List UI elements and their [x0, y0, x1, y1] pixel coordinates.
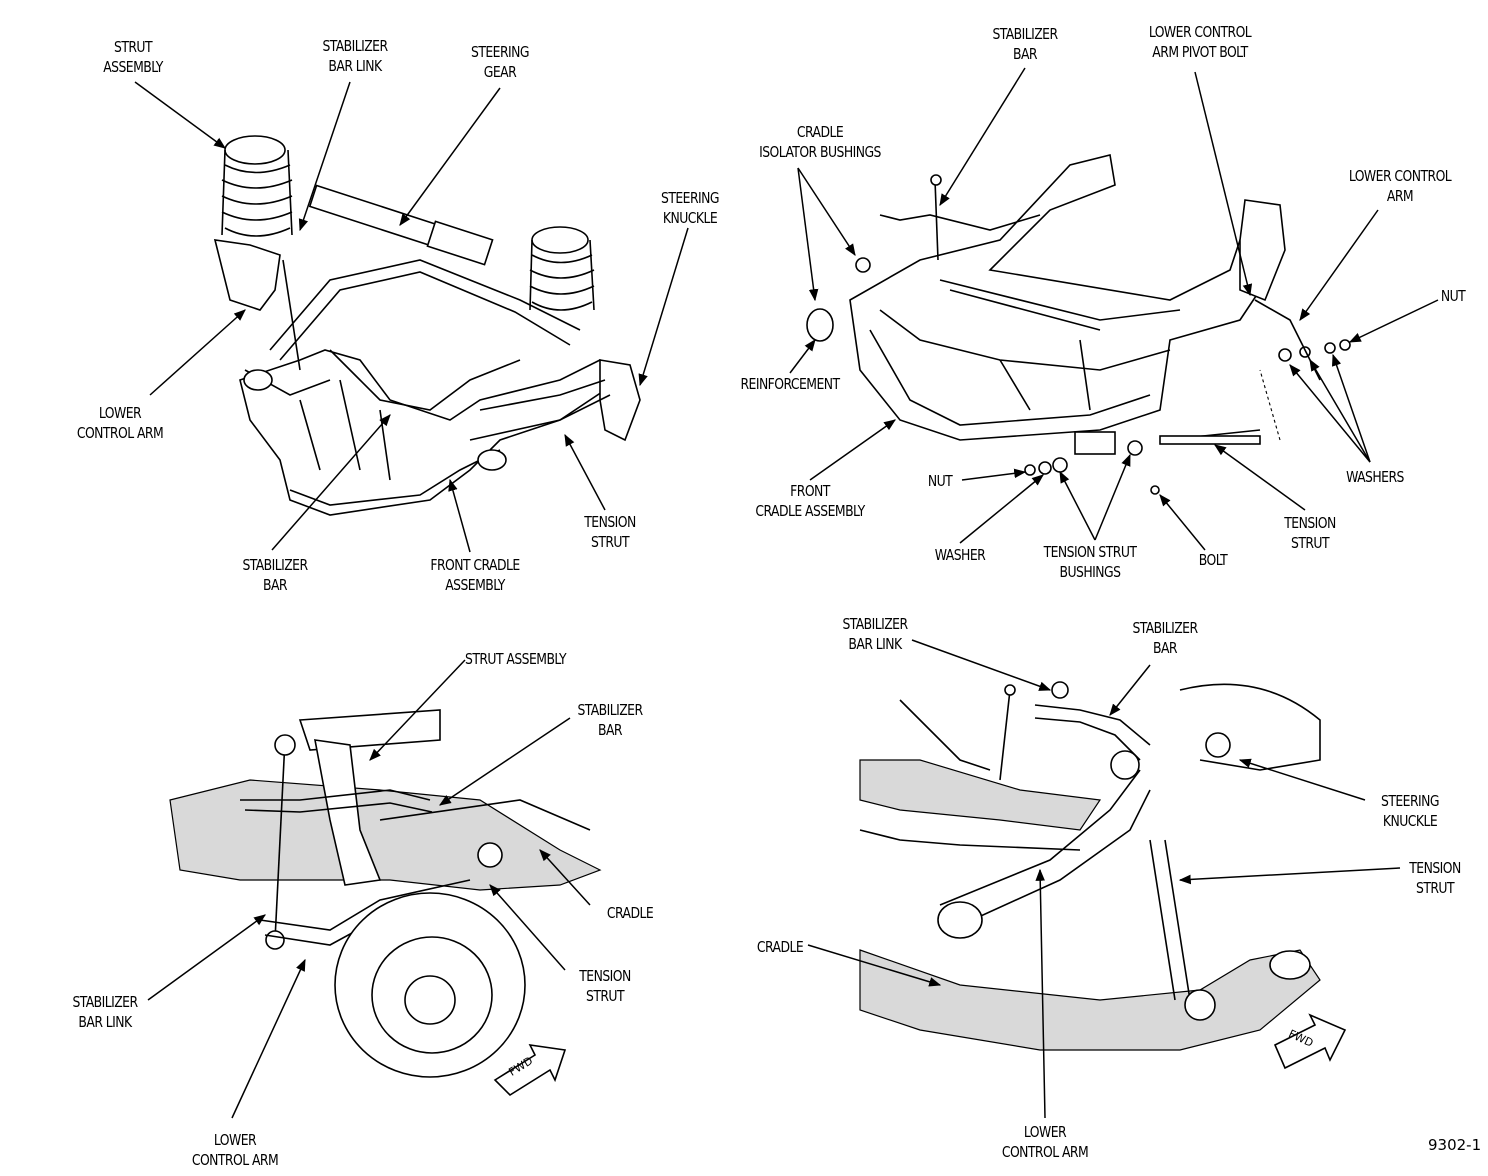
- label-front-cradle-assembly-tr: FRONT CRADLE ASSEMBLY: [755, 482, 865, 520]
- label-cradle-bl: CRADLE: [606, 904, 654, 922]
- label-stabilizer-bar-link-br: STABILIZER BAR LINK: [842, 615, 908, 653]
- label-stabilizer-bar-tl: STABILIZER BAR: [242, 556, 308, 594]
- label-nut-right: NUT: [1440, 287, 1466, 305]
- bottom-right-panel-art: [859, 681, 1347, 1070]
- label-stabilizer-bar-link-tl: STABILIZER BAR LINK: [322, 37, 388, 75]
- label-lower-control-arm-bl: LOWER CONTROL ARM: [191, 1131, 279, 1169]
- label-bolt: BOLT: [1198, 551, 1228, 569]
- label-cradle-isolator-bushings: CRADLE ISOLATOR BUSHINGS: [759, 123, 881, 161]
- top-right-panel-art: [806, 154, 1351, 495]
- label-steering-knuckle-tl: STEERING KNUCKLE: [661, 189, 719, 227]
- label-strut-assembly-bl: STRUT ASSEMBLY: [465, 650, 567, 668]
- label-steering-gear-tl: STEERING GEAR: [471, 43, 529, 81]
- label-tension-strut-bushings: TENSION STRUT BUSHINGS: [1043, 543, 1137, 581]
- label-lower-control-arm-pivot-bolt: LOWER CONTROL ARM PIVOT BOLT: [1148, 23, 1252, 61]
- label-steering-knuckle-br: STEERING KNUCKLE: [1381, 792, 1439, 830]
- label-tension-strut-bl: TENSION STRUT: [579, 967, 631, 1005]
- label-lower-control-arm-br: LOWER CONTROL ARM: [1001, 1123, 1089, 1161]
- label-front-cradle-assembly-tl: FRONT CRADLE ASSEMBLY: [430, 556, 520, 594]
- label-tension-strut-tr: TENSION STRUT: [1284, 514, 1336, 552]
- label-tension-strut-br: TENSION STRUT: [1409, 859, 1461, 897]
- label-stabilizer-bar-br: STABILIZER BAR: [1132, 619, 1198, 657]
- label-reinforcement: REINFORCEMENT: [740, 375, 840, 393]
- label-washers: WASHERS: [1346, 468, 1404, 486]
- label-tension-strut-tl: TENSION STRUT: [584, 513, 636, 551]
- label-stabilizer-bar-link-bl: STABILIZER BAR LINK: [72, 993, 138, 1031]
- bottom-left-panel-art: [169, 709, 602, 1097]
- label-lower-control-arm-tl: LOWER CONTROL ARM: [76, 404, 164, 442]
- label-lower-control-arm-tr: LOWER CONTROL ARM: [1348, 167, 1452, 205]
- figure-number: 9302-1: [1428, 1136, 1482, 1154]
- label-cradle-br: CRADLE: [756, 938, 804, 956]
- top-left-panel-art: [213, 135, 641, 516]
- label-nut-left: NUT: [927, 472, 953, 490]
- label-strut-assembly-tl: STRUT ASSEMBLY: [103, 38, 163, 76]
- label-washer: WASHER: [934, 546, 986, 564]
- label-stabilizer-bar-tr: STABILIZER BAR: [992, 25, 1058, 63]
- label-stabilizer-bar-bl: STABILIZER BAR: [577, 701, 643, 739]
- leader-lines: [134, 67, 1439, 1119]
